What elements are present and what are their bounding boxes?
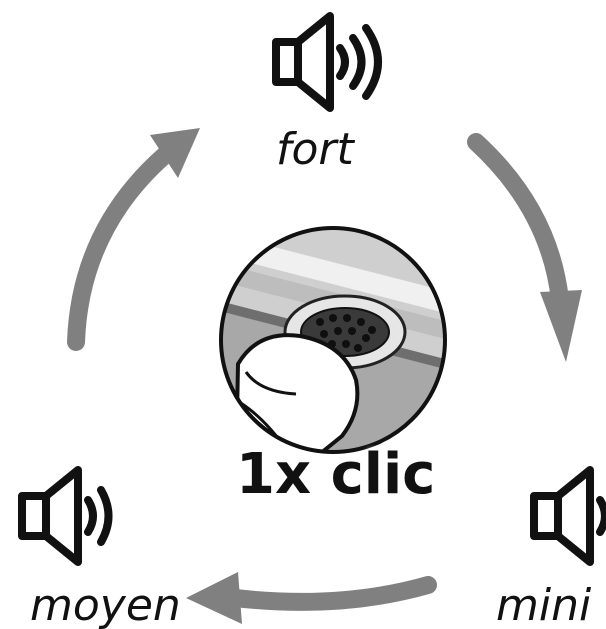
cycle-arrows: [67, 133, 569, 611]
arrowhead-to-mini: [540, 290, 582, 362]
speaker-low-icon: [530, 466, 606, 566]
arrow-moyen-to-fort: [67, 146, 174, 351]
speaker-medium-icon: [18, 466, 113, 566]
arrowhead-to-moyen: [186, 572, 242, 624]
arrow-fort-to-mini: [467, 133, 569, 309]
action-label: 1x clic: [236, 442, 436, 507]
speaker-loud-icon: [272, 12, 382, 112]
level-label-fort: fort: [276, 124, 354, 175]
speaker-button-press-icon: [219, 226, 447, 454]
level-label-moyen: moyen: [30, 580, 181, 629]
level-label-mini: mini: [496, 580, 592, 629]
arrowhead-to-fort: [150, 128, 200, 178]
arrow-mini-to-moyen: [226, 576, 437, 611]
